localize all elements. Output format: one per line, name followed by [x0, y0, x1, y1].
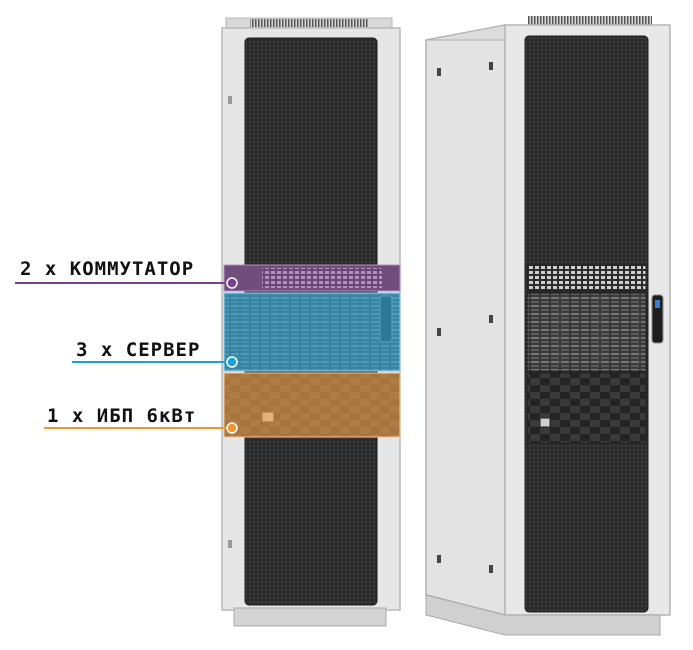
angled-rack-plinth	[425, 594, 661, 636]
callouts	[15, 277, 238, 434]
ups-callout-dot	[226, 422, 238, 434]
angled-server-unit	[526, 292, 647, 372]
server-callout-label: 3 x СЕРВЕР	[76, 339, 201, 361]
angled-ups-unit	[526, 372, 647, 444]
angled-ups-display	[539, 417, 551, 428]
front-rack-top-vent-grille	[250, 19, 368, 27]
ups-callout-label: 1 x ИБП 6кВт	[47, 405, 197, 427]
switch-callout-dot	[226, 277, 238, 289]
angled-rack-side-latch-top	[437, 68, 441, 76]
front-rack-plinth	[233, 607, 387, 627]
front-rack-door-hinge-top	[228, 96, 232, 104]
switch-callout-label: 2 x КОММУТАТОР	[20, 258, 195, 280]
angled-rack-door-handle	[651, 294, 664, 344]
ups-highlight-band	[223, 372, 401, 438]
angled-rack-latch-mid	[489, 315, 493, 323]
angled-rack-latch-bottom	[489, 565, 493, 573]
angled-rack-top-vent	[528, 16, 652, 25]
angled-rack-side-panel	[425, 24, 506, 616]
server-callout-dot	[226, 356, 238, 368]
angled-rack-handle-button	[655, 300, 660, 308]
angled-rack-side-latch-bottom	[437, 555, 441, 563]
angled-rack-side-latch-mid	[437, 328, 441, 336]
angled-rack-latch-top	[489, 62, 493, 70]
server-highlight-band	[223, 292, 401, 372]
switch-highlight-band	[223, 264, 401, 292]
front-rack-door-hinge-bottom	[228, 540, 232, 548]
front-rack	[221, 17, 401, 627]
angled-rack	[425, 16, 671, 636]
angled-switch-unit	[526, 264, 647, 292]
